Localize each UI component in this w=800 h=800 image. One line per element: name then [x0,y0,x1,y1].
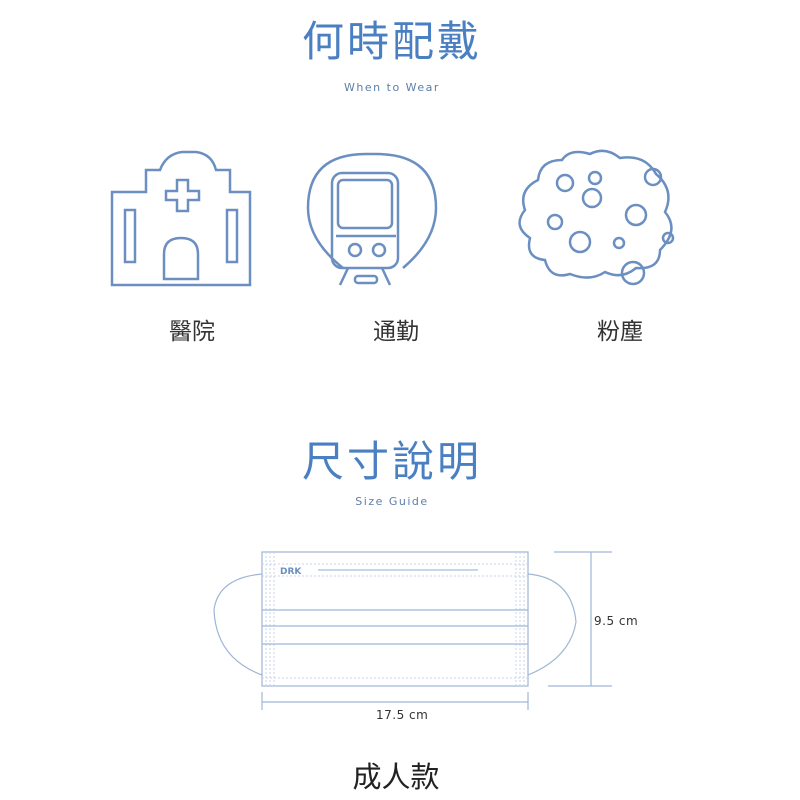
when-title: 何時配戴 [301,17,482,66]
hospital-icon [110,150,252,287]
mask-diagram: DRK [213,551,612,710]
size-title: 尺寸說明 [301,437,482,486]
dust-icon [518,149,675,286]
model-label: 成人款 [352,760,440,794]
width-label: 17.5 cm [376,708,429,722]
train-icon [306,152,438,286]
label-dust: 粉塵 [597,319,643,345]
when-icons [110,149,675,287]
mask-logo: DRK [280,567,302,577]
label-hospital: 醫院 [169,319,215,345]
when-subtitle: When to Wear [344,81,440,94]
left-ear-loop [213,573,263,676]
label-commute: 通勤 [373,319,419,345]
right-ear-loop [527,573,577,676]
height-label: 9.5 cm [594,614,639,628]
size-subtitle: Size Guide [355,495,429,508]
